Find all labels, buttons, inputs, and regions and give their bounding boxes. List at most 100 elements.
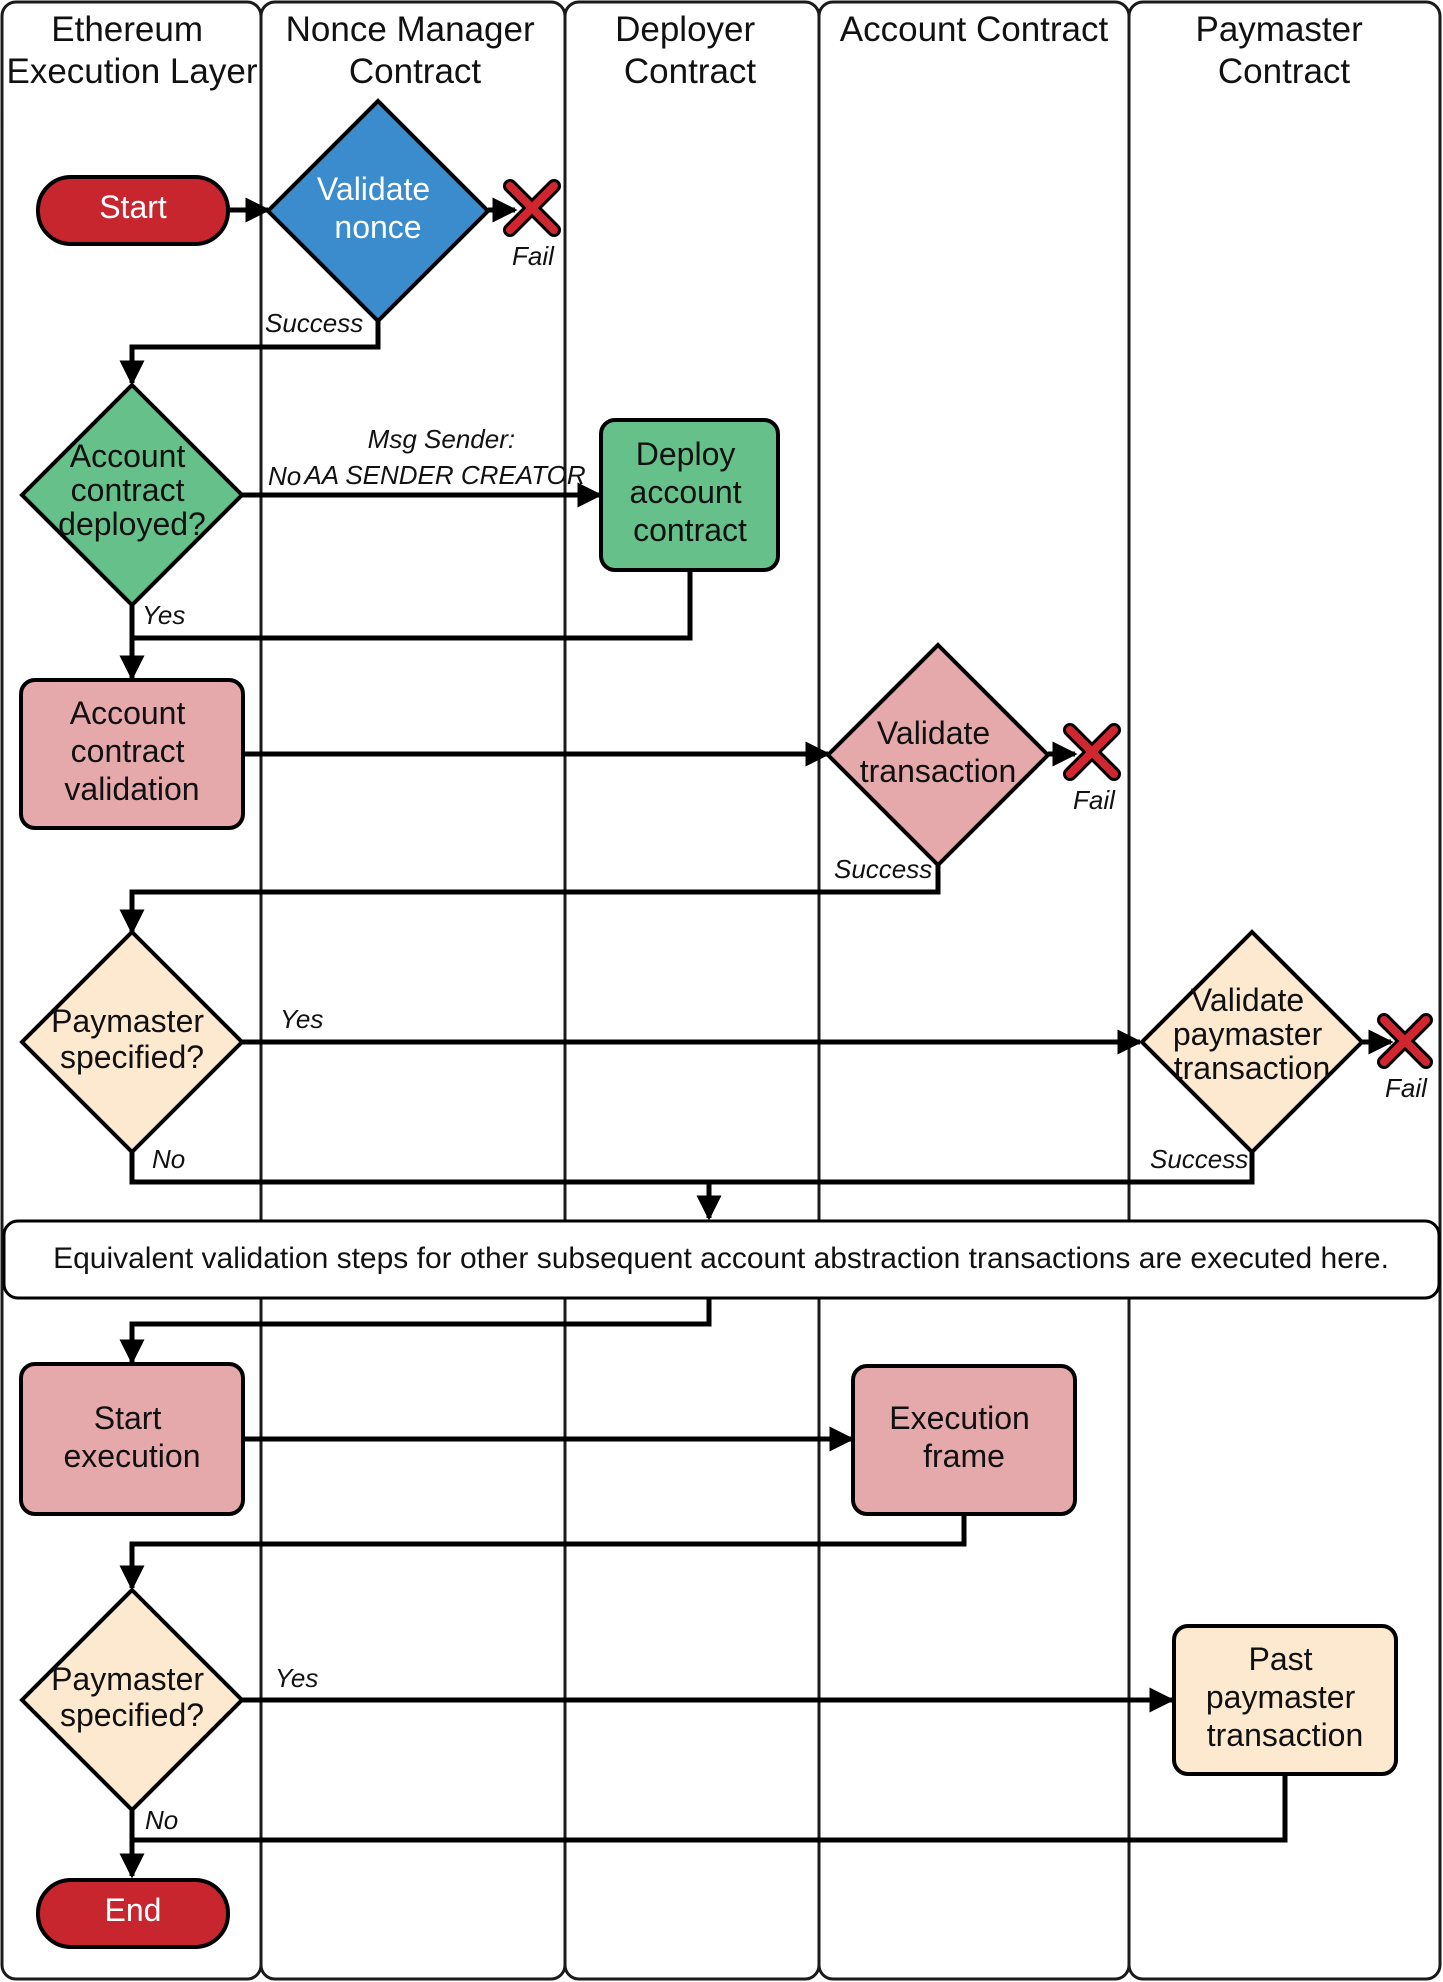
account-validation-line: Account bbox=[70, 695, 186, 731]
execution-frame-box bbox=[851, 1364, 1077, 1516]
msg-sender-line: Msg Sender: bbox=[368, 424, 515, 454]
past-paymaster-box bbox=[1172, 1624, 1398, 1776]
account-deployed-node: Account contract deployed? bbox=[19, 382, 245, 608]
no-label: No bbox=[145, 1805, 178, 1835]
edge-past-paymaster-to-end bbox=[132, 1774, 1288, 1843]
past-paymaster-node: Past paymaster transaction bbox=[1172, 1624, 1398, 1776]
paymaster-specified-diamond bbox=[19, 929, 245, 1155]
validate-transaction-line: Validate bbox=[877, 715, 990, 751]
account-deployed-line: deployed? bbox=[58, 506, 206, 542]
start-terminal bbox=[36, 175, 230, 246]
paymaster-specified-label: Paymaster specified? bbox=[51, 1661, 213, 1733]
lane-header-line: Ethereum bbox=[51, 10, 203, 49]
deploy-account-line: account bbox=[630, 474, 742, 510]
edge-transaction-success bbox=[119, 864, 941, 935]
connectors bbox=[119, 197, 1394, 1879]
paymaster-specified-line: Paymaster bbox=[51, 1661, 204, 1697]
start-execution-line: execution bbox=[64, 1438, 201, 1474]
yes-label: Yes bbox=[142, 600, 185, 630]
account-deployed-line: contract bbox=[71, 472, 185, 508]
banner-text: Equivalent validation steps for other su… bbox=[53, 1242, 1389, 1275]
fail-x-icon bbox=[1063, 723, 1121, 781]
edge-nonce-success bbox=[119, 320, 381, 386]
execution-frame-label: Execution frame bbox=[889, 1400, 1038, 1474]
fail-x-icon bbox=[503, 179, 561, 237]
account-validation-node: Account contract validation bbox=[19, 678, 245, 830]
lane-header-line: Deployer bbox=[615, 10, 755, 49]
start-node: Start bbox=[36, 175, 230, 246]
paymaster-specified-node: Paymaster specified? bbox=[19, 1587, 245, 1813]
validate-transaction-label: Validate transaction bbox=[860, 715, 1017, 789]
deploy-account-line: contract bbox=[633, 512, 747, 548]
lane-header-line: Contract bbox=[624, 52, 757, 91]
edge-banner-to-start-execution bbox=[119, 1298, 712, 1365]
validate-nonce-line: Validate bbox=[317, 171, 430, 207]
validate-nonce-node: Validate nonce bbox=[265, 98, 491, 324]
msg-sender-line: AA SENDER CREATOR bbox=[302, 460, 585, 490]
paymaster-specified-line: Paymaster bbox=[51, 1003, 204, 1039]
account-deployed-diamond bbox=[19, 382, 245, 608]
fail-label: Fail bbox=[1385, 1073, 1428, 1103]
lane-headers: Ethereum Execution Layer Nonce Manager C… bbox=[7, 10, 1364, 91]
validate-paymaster-line: Validate bbox=[1191, 982, 1304, 1018]
end-node: End bbox=[36, 1878, 230, 1949]
execution-frame-line: Execution bbox=[889, 1400, 1030, 1436]
fail-label: Fail bbox=[1073, 785, 1116, 815]
start-execution-node: Start execution bbox=[19, 1362, 245, 1516]
start-label: Start bbox=[99, 189, 167, 225]
edge-frame-to-paymaster-check bbox=[119, 1514, 967, 1591]
deploy-account-label: Deploy account contract bbox=[630, 436, 751, 548]
account-validation-label: Account contract validation bbox=[64, 695, 199, 807]
start-label-line: Start bbox=[99, 189, 167, 225]
validate-transaction-line: transaction bbox=[860, 753, 1017, 789]
msg-sender-label: Msg Sender: AA SENDER CREATOR bbox=[302, 424, 585, 490]
deploy-account-node: Deploy account contract bbox=[599, 418, 780, 572]
past-paymaster-line: paymaster bbox=[1206, 1679, 1356, 1715]
lane-header-line: Execution Layer bbox=[7, 52, 258, 91]
paymaster-specified-label: Paymaster specified? bbox=[51, 1003, 213, 1075]
success-label: Success bbox=[265, 308, 363, 338]
account-validation-line: validation bbox=[64, 771, 199, 807]
subsequent-validation-banner: Equivalent validation steps for other su… bbox=[2, 1219, 1441, 1300]
lane-deployer-contract bbox=[563, 0, 821, 1981]
validate-transaction-diamond bbox=[825, 642, 1051, 868]
account-validation-line: contract bbox=[71, 733, 185, 769]
lane-header-line: Contract bbox=[1218, 52, 1351, 91]
lane-header-nonce-manager: Nonce Manager Contract bbox=[286, 10, 545, 91]
lane-header-line: Contract bbox=[349, 52, 482, 91]
edge-deploy-to-validation bbox=[132, 570, 693, 641]
account-validation-box bbox=[19, 678, 245, 830]
validate-transaction-node: Validate transaction bbox=[825, 642, 1051, 868]
lane-header-line: Nonce Manager bbox=[286, 10, 535, 49]
validate-paymaster-label: Validate paymaster transaction bbox=[1173, 982, 1331, 1086]
paymaster-specified-line: specified? bbox=[60, 1697, 204, 1733]
start-execution-line: Start bbox=[94, 1400, 162, 1436]
validate-nonce-label: Validate nonce bbox=[317, 171, 439, 245]
success-label: Success bbox=[1150, 1144, 1248, 1174]
end-terminal bbox=[36, 1878, 230, 1949]
lane-header-account-contract: Account Contract bbox=[840, 10, 1109, 49]
fail-label: Fail bbox=[512, 241, 555, 271]
validate-paymaster-node: Validate paymaster transaction bbox=[1139, 929, 1365, 1155]
end-label: End bbox=[105, 1892, 162, 1928]
deploy-account-line: Deploy bbox=[636, 436, 736, 472]
no-label: No bbox=[268, 461, 301, 491]
paymaster-specified-diamond bbox=[19, 1587, 245, 1813]
yes-label: Yes bbox=[275, 1663, 318, 1693]
banner-box bbox=[2, 1219, 1441, 1300]
execution-frame-node: Execution frame bbox=[851, 1364, 1077, 1516]
lane-header-deployer: Deployer Contract bbox=[615, 10, 765, 91]
execution-frame-line: frame bbox=[923, 1438, 1005, 1474]
yes-label: Yes bbox=[280, 1004, 323, 1034]
past-paymaster-label: Past paymaster transaction bbox=[1206, 1641, 1364, 1753]
paymaster-specified-node: Paymaster specified? bbox=[19, 929, 245, 1155]
lane-header-line: Account Contract bbox=[840, 10, 1109, 49]
lane-header-line: Paymaster bbox=[1195, 10, 1363, 49]
validate-nonce-diamond bbox=[265, 98, 491, 324]
validate-paymaster-diamond bbox=[1139, 929, 1365, 1155]
past-paymaster-line: transaction bbox=[1207, 1717, 1364, 1753]
validate-paymaster-line: paymaster bbox=[1173, 1016, 1323, 1052]
deploy-account-box bbox=[599, 418, 780, 572]
lane-account-contract bbox=[817, 0, 1131, 1981]
